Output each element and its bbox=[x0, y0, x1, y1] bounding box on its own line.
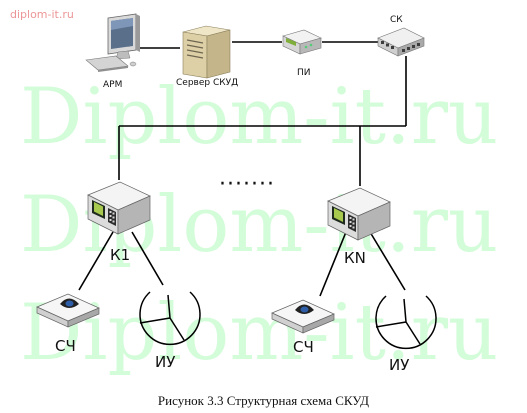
label-iu-1: ИУ bbox=[155, 353, 176, 371]
server-icon bbox=[182, 25, 231, 79]
card-reader-icon bbox=[271, 299, 335, 334]
connection-lines bbox=[78, 41, 407, 297]
label-k1: К1 bbox=[110, 246, 131, 264]
figure-caption: Рисунок 3.3 Структурная схема СКУД bbox=[157, 393, 370, 408]
ellipsis-separator: ······· bbox=[219, 172, 275, 197]
k1-sch-link bbox=[78, 231, 114, 291]
card-reader-icon bbox=[36, 293, 100, 328]
label-sch-1: СЧ bbox=[55, 337, 76, 355]
workstation-icon bbox=[85, 13, 140, 72]
controller-k1-icon bbox=[87, 181, 151, 235]
label-sch-2: СЧ bbox=[293, 338, 314, 356]
label-sk: СК bbox=[390, 15, 403, 25]
kn-sch-link bbox=[319, 231, 347, 297]
actuator-icon bbox=[375, 295, 437, 350]
controller-kn-icon bbox=[327, 187, 391, 241]
k1-iu-link bbox=[131, 231, 164, 286]
kn-iu-link bbox=[369, 231, 406, 291]
switch-icon bbox=[377, 27, 425, 57]
site-mark: diplom-it.ru bbox=[10, 8, 74, 21]
label-iu-2: ИУ bbox=[389, 356, 410, 374]
watermark-text: Diplom-it.ru bbox=[20, 288, 499, 378]
watermark-text: Diplom-it.ru bbox=[20, 72, 499, 162]
label-pi: ПИ bbox=[297, 68, 311, 78]
converter-icon bbox=[282, 29, 322, 55]
label-server: Сервер СКУД bbox=[176, 78, 239, 88]
label-kn: КN bbox=[344, 249, 366, 267]
label-arm: АРМ bbox=[103, 80, 123, 90]
actuator-icon bbox=[139, 291, 201, 346]
